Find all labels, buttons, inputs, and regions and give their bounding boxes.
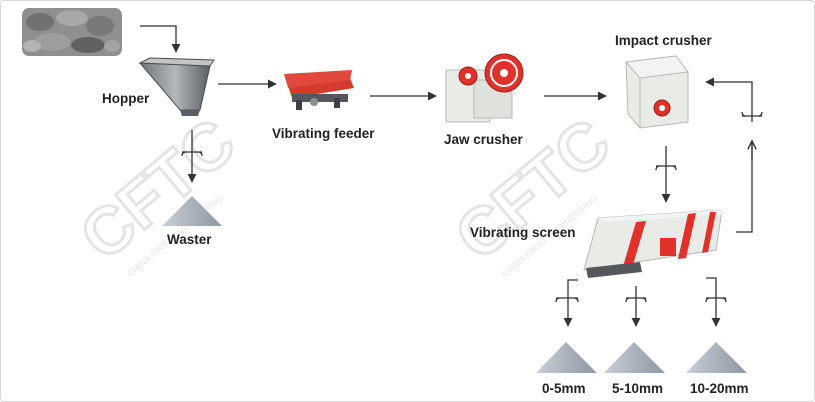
- branch-tick-5-10: [625, 297, 647, 303]
- branch-tick-10-20: [705, 297, 727, 303]
- hopper-label: Hopper: [102, 91, 150, 106]
- pile-10-20mm: [686, 342, 747, 373]
- watermark-left: CFTC CHINA FIRST ENGINEERING: [65, 103, 250, 279]
- impact-crusher-machine: [624, 55, 689, 129]
- arrow-screen-to-10-20: [706, 277, 721, 327]
- pile-5-10mm: [604, 342, 665, 373]
- vibrating-feeder-machine: [284, 70, 354, 110]
- vibrating-screen-label: Vibrating screen: [470, 225, 576, 240]
- arrow-screen-return: [736, 140, 753, 233]
- jaw-crusher-machine: [445, 53, 524, 123]
- branch-tick-impact: [655, 165, 677, 171]
- vibrating-screen-machine: [583, 209, 728, 278]
- vibrating-feeder-label: Vibrating feeder: [272, 126, 375, 141]
- flow-arrows: [140, 25, 753, 327]
- arrow-return-to-impact: [705, 77, 753, 122]
- jaw-crusher-label: Jaw crusher: [444, 132, 523, 147]
- hopper-machine: [138, 57, 215, 116]
- product-label-0-5mm: 0-5mm: [542, 381, 586, 396]
- waster-label: Waster: [167, 232, 212, 247]
- branch-tick-waster: [181, 151, 203, 157]
- product-label-5-10mm: 5-10mm: [612, 381, 664, 396]
- arrow-stone-to-hopper: [140, 25, 181, 53]
- branch-tick-0-5: [555, 297, 579, 303]
- arrow-screen-to-0-5: [563, 279, 578, 327]
- branch-symbols: [181, 111, 763, 303]
- branch-tick-return: [741, 111, 763, 117]
- raw-stone-image: [22, 8, 122, 56]
- waster-pile: [162, 196, 222, 226]
- material-piles: [162, 196, 747, 373]
- impact-crusher-label: Impact crusher: [615, 33, 712, 48]
- pile-0-5mm: [536, 342, 597, 373]
- product-label-10-20mm: 10-20mm: [690, 381, 749, 396]
